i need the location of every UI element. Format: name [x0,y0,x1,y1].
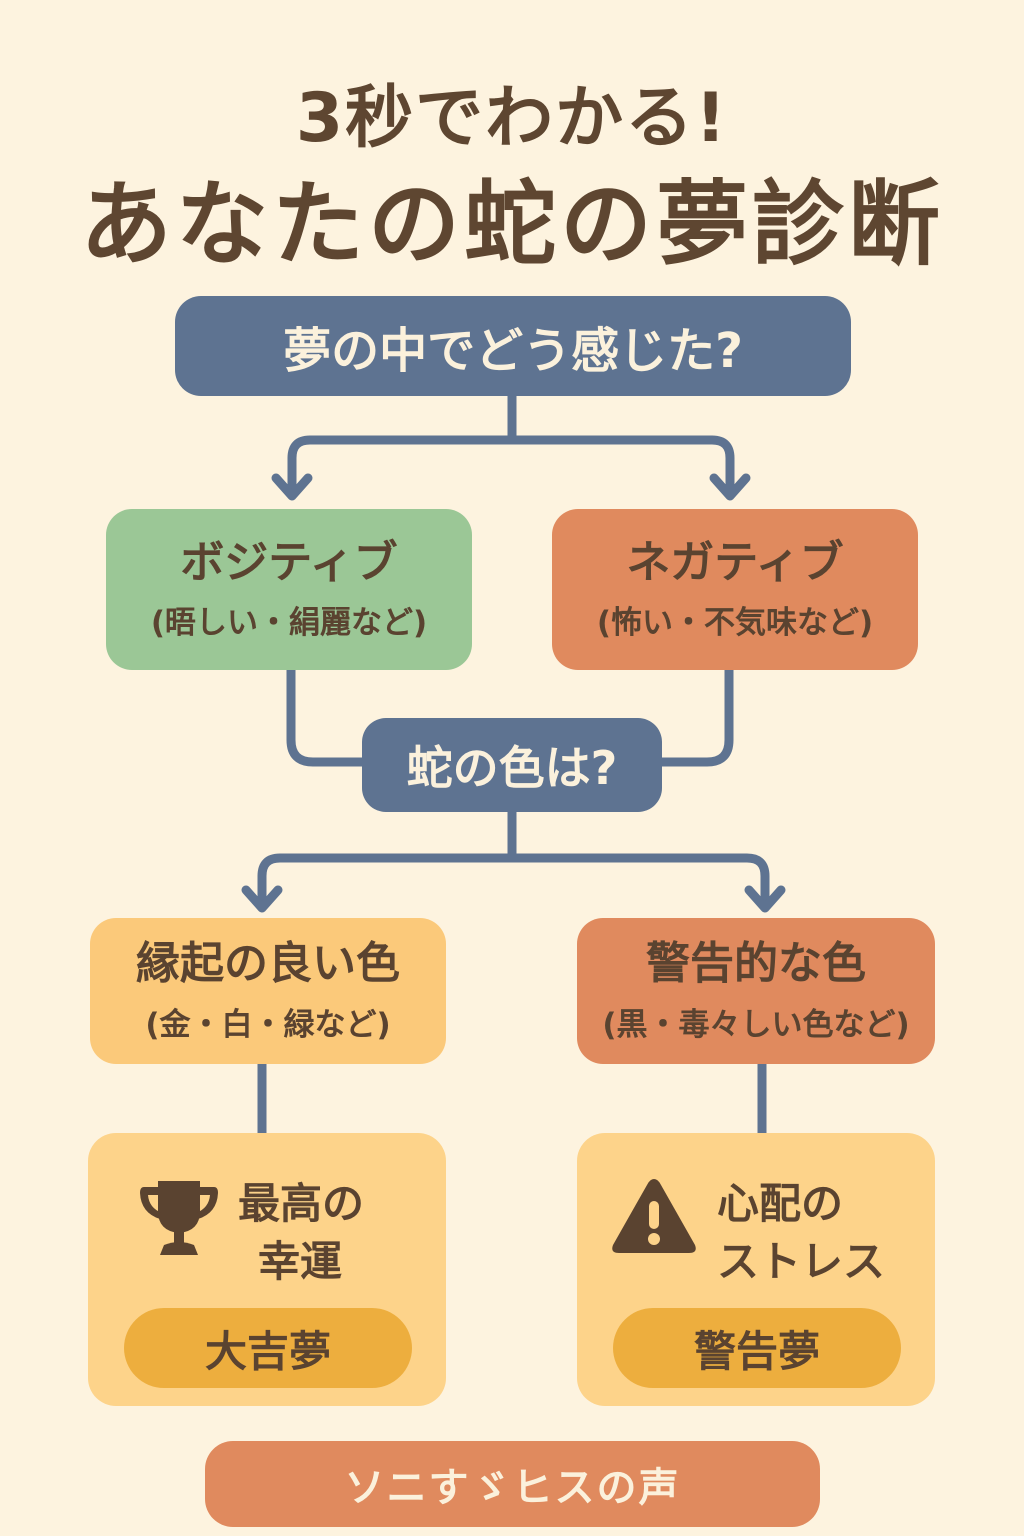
warning-icon [612,1179,696,1253]
branch-positive-detail: (晤しい・絹麗など) [150,605,428,642]
connector-q2-split [257,807,770,912]
branch-warning-color: 警告的な色 (黒・毒々しい色など) [577,918,935,1064]
arrow-lucky [241,885,283,913]
arrow-warning [744,885,786,913]
title-line-1: 3秒でわかる! [295,79,729,158]
result-lucky: 最高の 幸運 大吉夢 [88,1133,446,1406]
branch-negative: ネガティブ (怖い・不気味など) [552,509,918,670]
result-lucky-line1: 最高の [238,1179,365,1228]
connector-positive-to-q2 [286,665,367,767]
arrow-negative [709,473,751,501]
branch-warning-detail: (黒・毒々しい色など) [602,1006,910,1043]
branch-negative-label: ネガティブ [626,536,844,588]
trophy-icon [140,1181,218,1255]
branch-lucky-label: 縁起の良い色 [136,938,400,990]
branch-positive-label: ボジティブ [180,536,398,588]
branch-positive: ボジティブ (晤しい・絹麗など) [106,509,472,670]
result-warning-line1: 心配の [717,1179,844,1228]
arrow-positive [271,473,313,501]
connector-q1-split [287,391,735,499]
branch-lucky-detail: (金・白・緑など) [145,1006,391,1043]
title-line-2: あなたの蛇の夢診断 [79,171,944,278]
question-color: 蛇の色は? [362,718,662,812]
result-warning-line2: ストレス [717,1237,886,1286]
result-warning: 心配の ストレス 警告夢 [577,1133,935,1406]
result-warning-badge: 警告夢 [613,1308,901,1388]
connector-negative-to-q2 [657,665,734,767]
branch-lucky-color: 縁起の良い色 (金・白・緑など) [90,918,446,1064]
branch-negative-detail: (怖い・不気味など) [596,605,874,642]
footer-voice-button[interactable]: ソニすゞヒスの声 [205,1441,820,1527]
result-lucky-line2: 幸運 [258,1237,343,1286]
branch-warning-label: 警告的な色 [646,938,866,990]
question-feeling: 夢の中でどう感じた? [175,296,851,396]
result-lucky-badge: 大吉夢 [124,1308,412,1388]
